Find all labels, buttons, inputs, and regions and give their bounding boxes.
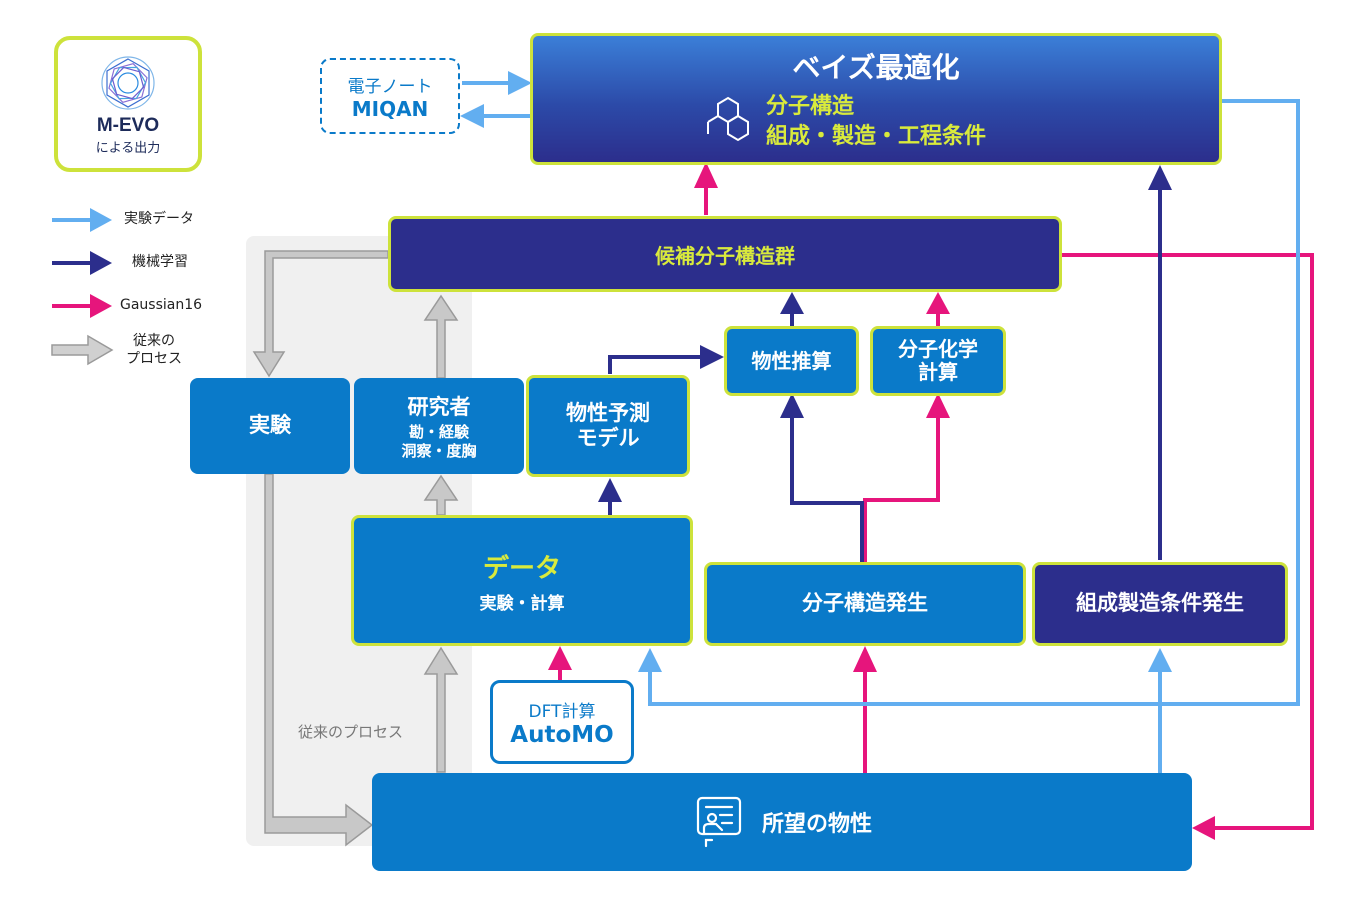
m-evo-logo-icon [101, 55, 155, 110]
data-node: データ 実験・計算 [351, 515, 693, 646]
m-evo-title: M-EVO [96, 114, 160, 136]
molecule-generation-label: 分子構造発生 [802, 591, 928, 616]
gaussian-arrowheads [548, 162, 1215, 840]
bayes-title: ベイズ最適化 [792, 51, 960, 85]
automo-label: AutoMO [510, 721, 614, 748]
molecule-generation-node: 分子構造発生 [704, 562, 1026, 646]
candidate-structures-node: 候補分子構造群 [388, 216, 1062, 292]
prediction-model-line1: 物性予測 [566, 400, 650, 425]
conventional-process-caption: 従来のプロセス [298, 723, 404, 741]
molecule-icon [706, 97, 749, 142]
researcher-node: 研究者 勘・経験 洞察・度胸 [354, 378, 524, 474]
quantum-chemistry-line2: 計算 [918, 360, 958, 384]
experiment-node: 実験 [190, 378, 350, 474]
property-estimation-label: 物性推算 [751, 349, 832, 373]
target-property-node: 所望の物性 [372, 773, 1192, 871]
researcher-title: 研究者 [407, 394, 471, 419]
ml-arrowheads [598, 165, 1172, 502]
miqan-label: 電子ノート [347, 76, 433, 97]
data-sub: 実験・計算 [479, 593, 565, 614]
legend-conventional-process: 従来の プロセス [126, 333, 182, 367]
prediction-model-node: 物性予測 モデル [526, 375, 690, 477]
legend-arrows [51, 208, 114, 366]
m-evo-subtitle: による出力 [95, 140, 161, 156]
condition-generation-node: 組成製造条件発生 [1032, 562, 1288, 646]
conventional-arrows [252, 250, 459, 847]
experiment-label: 実験 [249, 413, 291, 438]
document-icon [696, 796, 742, 848]
dft-automo-node: DFT計算 AutoMO [490, 680, 634, 764]
bayes-sub-molecular-structure: 分子構造 [765, 94, 854, 120]
m-evo-badge: M-EVO による出力 [54, 36, 202, 172]
data-title: データ [482, 553, 561, 584]
dft-label: DFT計算 [528, 701, 596, 722]
property-estimation-node: 物性推算 [724, 326, 859, 396]
experiment-data-arrowheads [460, 71, 1172, 672]
legend-experiment-data: 実験データ [124, 211, 194, 227]
bayes-sub-conditions: 組成・製造・工程条件 [765, 124, 986, 149]
experiment-data-arrows [462, 81, 1300, 773]
bayes-optimization-node: ベイズ最適化 分子構造 組成・製造・工程条件 [530, 33, 1222, 165]
researcher-sub1: 勘・経験 [408, 422, 469, 441]
prediction-model-line2: モデル [576, 426, 640, 450]
legend-gaussian16: Gaussian16 [120, 297, 203, 313]
miqan-notebook-node: 電子ノート MIQAN [320, 58, 460, 134]
condition-generation-label: 組成製造条件発生 [1076, 591, 1244, 616]
quantum-chemistry-node: 分子化学 計算 [870, 326, 1006, 396]
gaussian-arrows [558, 188, 1314, 830]
legend-machine-learning: 機械学習 [132, 254, 188, 270]
target-property-label: 所望の物性 [761, 812, 872, 837]
quantum-chemistry-line1: 分子化学 [898, 337, 978, 361]
ml-arrows [608, 188, 1162, 565]
candidate-structures-label: 候補分子構造群 [655, 243, 795, 268]
researcher-sub2: 洞察・度胸 [401, 442, 477, 460]
miqan-name: MIQAN [351, 96, 429, 121]
